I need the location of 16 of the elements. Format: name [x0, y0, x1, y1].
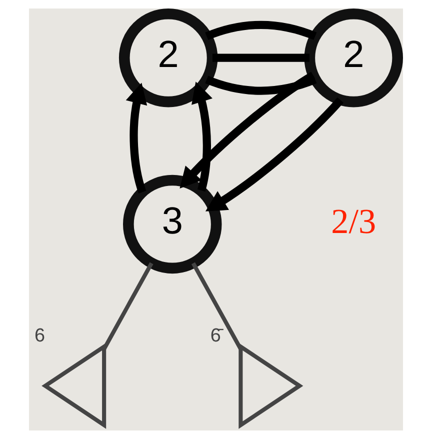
node-circle: 3 — [123, 174, 222, 274]
node-label: 6̄ — [210, 326, 221, 347]
arrow — [126, 82, 148, 194]
connector — [102, 262, 154, 350]
connector — [191, 262, 242, 350]
node-circle: 2 — [304, 8, 403, 108]
node-triangle — [238, 342, 304, 429]
label: 2/3 — [331, 202, 376, 241]
connector — [205, 20, 317, 40]
connector — [205, 76, 317, 95]
arrow — [180, 72, 316, 189]
arrow — [192, 82, 212, 192]
node-label: 6 — [34, 326, 46, 347]
node-triangle — [42, 342, 106, 429]
arrow — [205, 97, 344, 212]
connector — [212, 54, 310, 62]
